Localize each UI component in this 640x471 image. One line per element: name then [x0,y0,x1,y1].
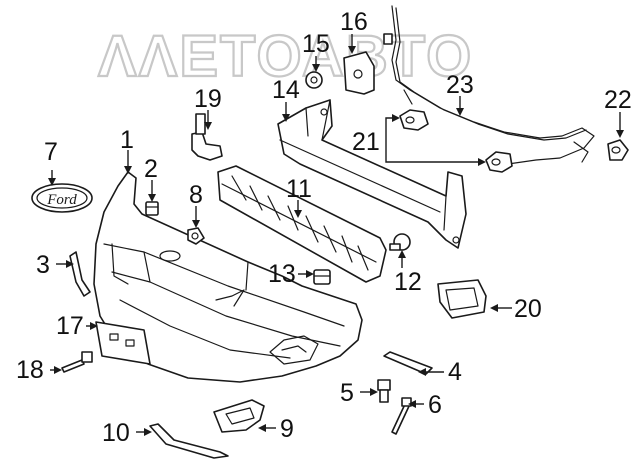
part-11-absorber [217,165,387,283]
part-7-emblem: Ford [31,183,93,213]
part-12-bolt [389,233,411,251]
callout-16: 16 [340,8,368,36]
callout-14: 14 [272,76,300,104]
callout-8: 8 [189,181,203,209]
part-20-module [437,279,487,319]
part-17-plate-bracket [95,321,151,365]
callout-numbers: 1 2 3 4 5 6 7 8 9 10 11 12 13 14 15 16 1… [16,8,632,447]
leader-lines [48,34,624,436]
part-5-bolt [377,379,391,403]
callout-21: 21 [352,128,380,156]
callout-19: 19 [194,85,222,113]
callout-5: 5 [340,379,354,407]
part-10-trim [149,423,229,459]
part-4-strip [383,351,433,375]
callout-9: 9 [280,415,294,443]
callout-11: 11 [286,175,312,203]
part-14-reinforcement [277,99,467,249]
callout-15: 15 [302,30,330,58]
callout-12: 12 [394,268,422,296]
part-22-sensor [607,139,629,161]
emblem-text: Ford [46,192,77,208]
part-3-bracket [69,251,91,297]
callout-22: 22 [604,86,632,114]
callout-18: 18 [16,356,44,384]
callout-20: 20 [514,295,542,323]
callout-23: 23 [446,71,474,99]
callout-13: 13 [268,260,296,288]
part-8-pin [187,227,205,245]
callout-17: 17 [56,312,84,340]
part-21-sensors [399,109,513,173]
part-9-bezel [213,399,265,433]
callout-6: 6 [428,391,442,419]
callout-2: 2 [144,155,158,183]
callout-3: 3 [36,251,50,279]
callout-1: 1 [120,126,134,154]
part-13-clip [313,269,331,285]
callout-7: 7 [44,138,58,166]
part-1-bumper-cover [93,171,363,383]
callout-10: 10 [102,419,130,447]
part-6-screw [391,397,412,435]
part-23-harness [383,5,595,165]
callout-4: 4 [448,358,462,386]
watermark: ΛΛΕΤΟΑΒΤΟ [98,24,473,89]
part-19-sensor [191,113,223,161]
part-16-plate [343,51,375,95]
part-15-nut [305,71,323,89]
part-18-screw [61,351,93,373]
part-2-clip [145,201,159,216]
